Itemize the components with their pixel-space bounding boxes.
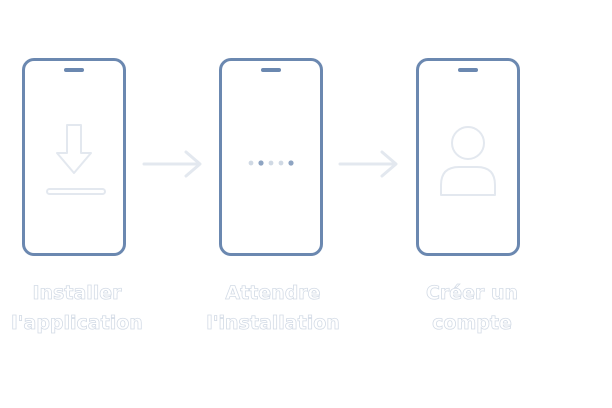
phone-speaker	[458, 68, 478, 72]
step-label-wait: Attendre l'installation	[206, 282, 340, 335]
loading-dots-icon	[248, 160, 294, 166]
phone-step-account	[416, 58, 520, 256]
phone-step-wait	[219, 58, 323, 256]
download-icon	[46, 124, 106, 195]
step-label-account: Créer un compte	[425, 282, 519, 335]
phone-speaker	[64, 68, 84, 72]
user-icon	[440, 126, 496, 196]
step-label-install: Installer l'application	[11, 282, 143, 335]
arrow-right-icon	[338, 150, 398, 178]
phone-speaker	[261, 68, 281, 72]
phone-step-install	[22, 58, 126, 256]
arrow-right-icon	[142, 150, 202, 178]
